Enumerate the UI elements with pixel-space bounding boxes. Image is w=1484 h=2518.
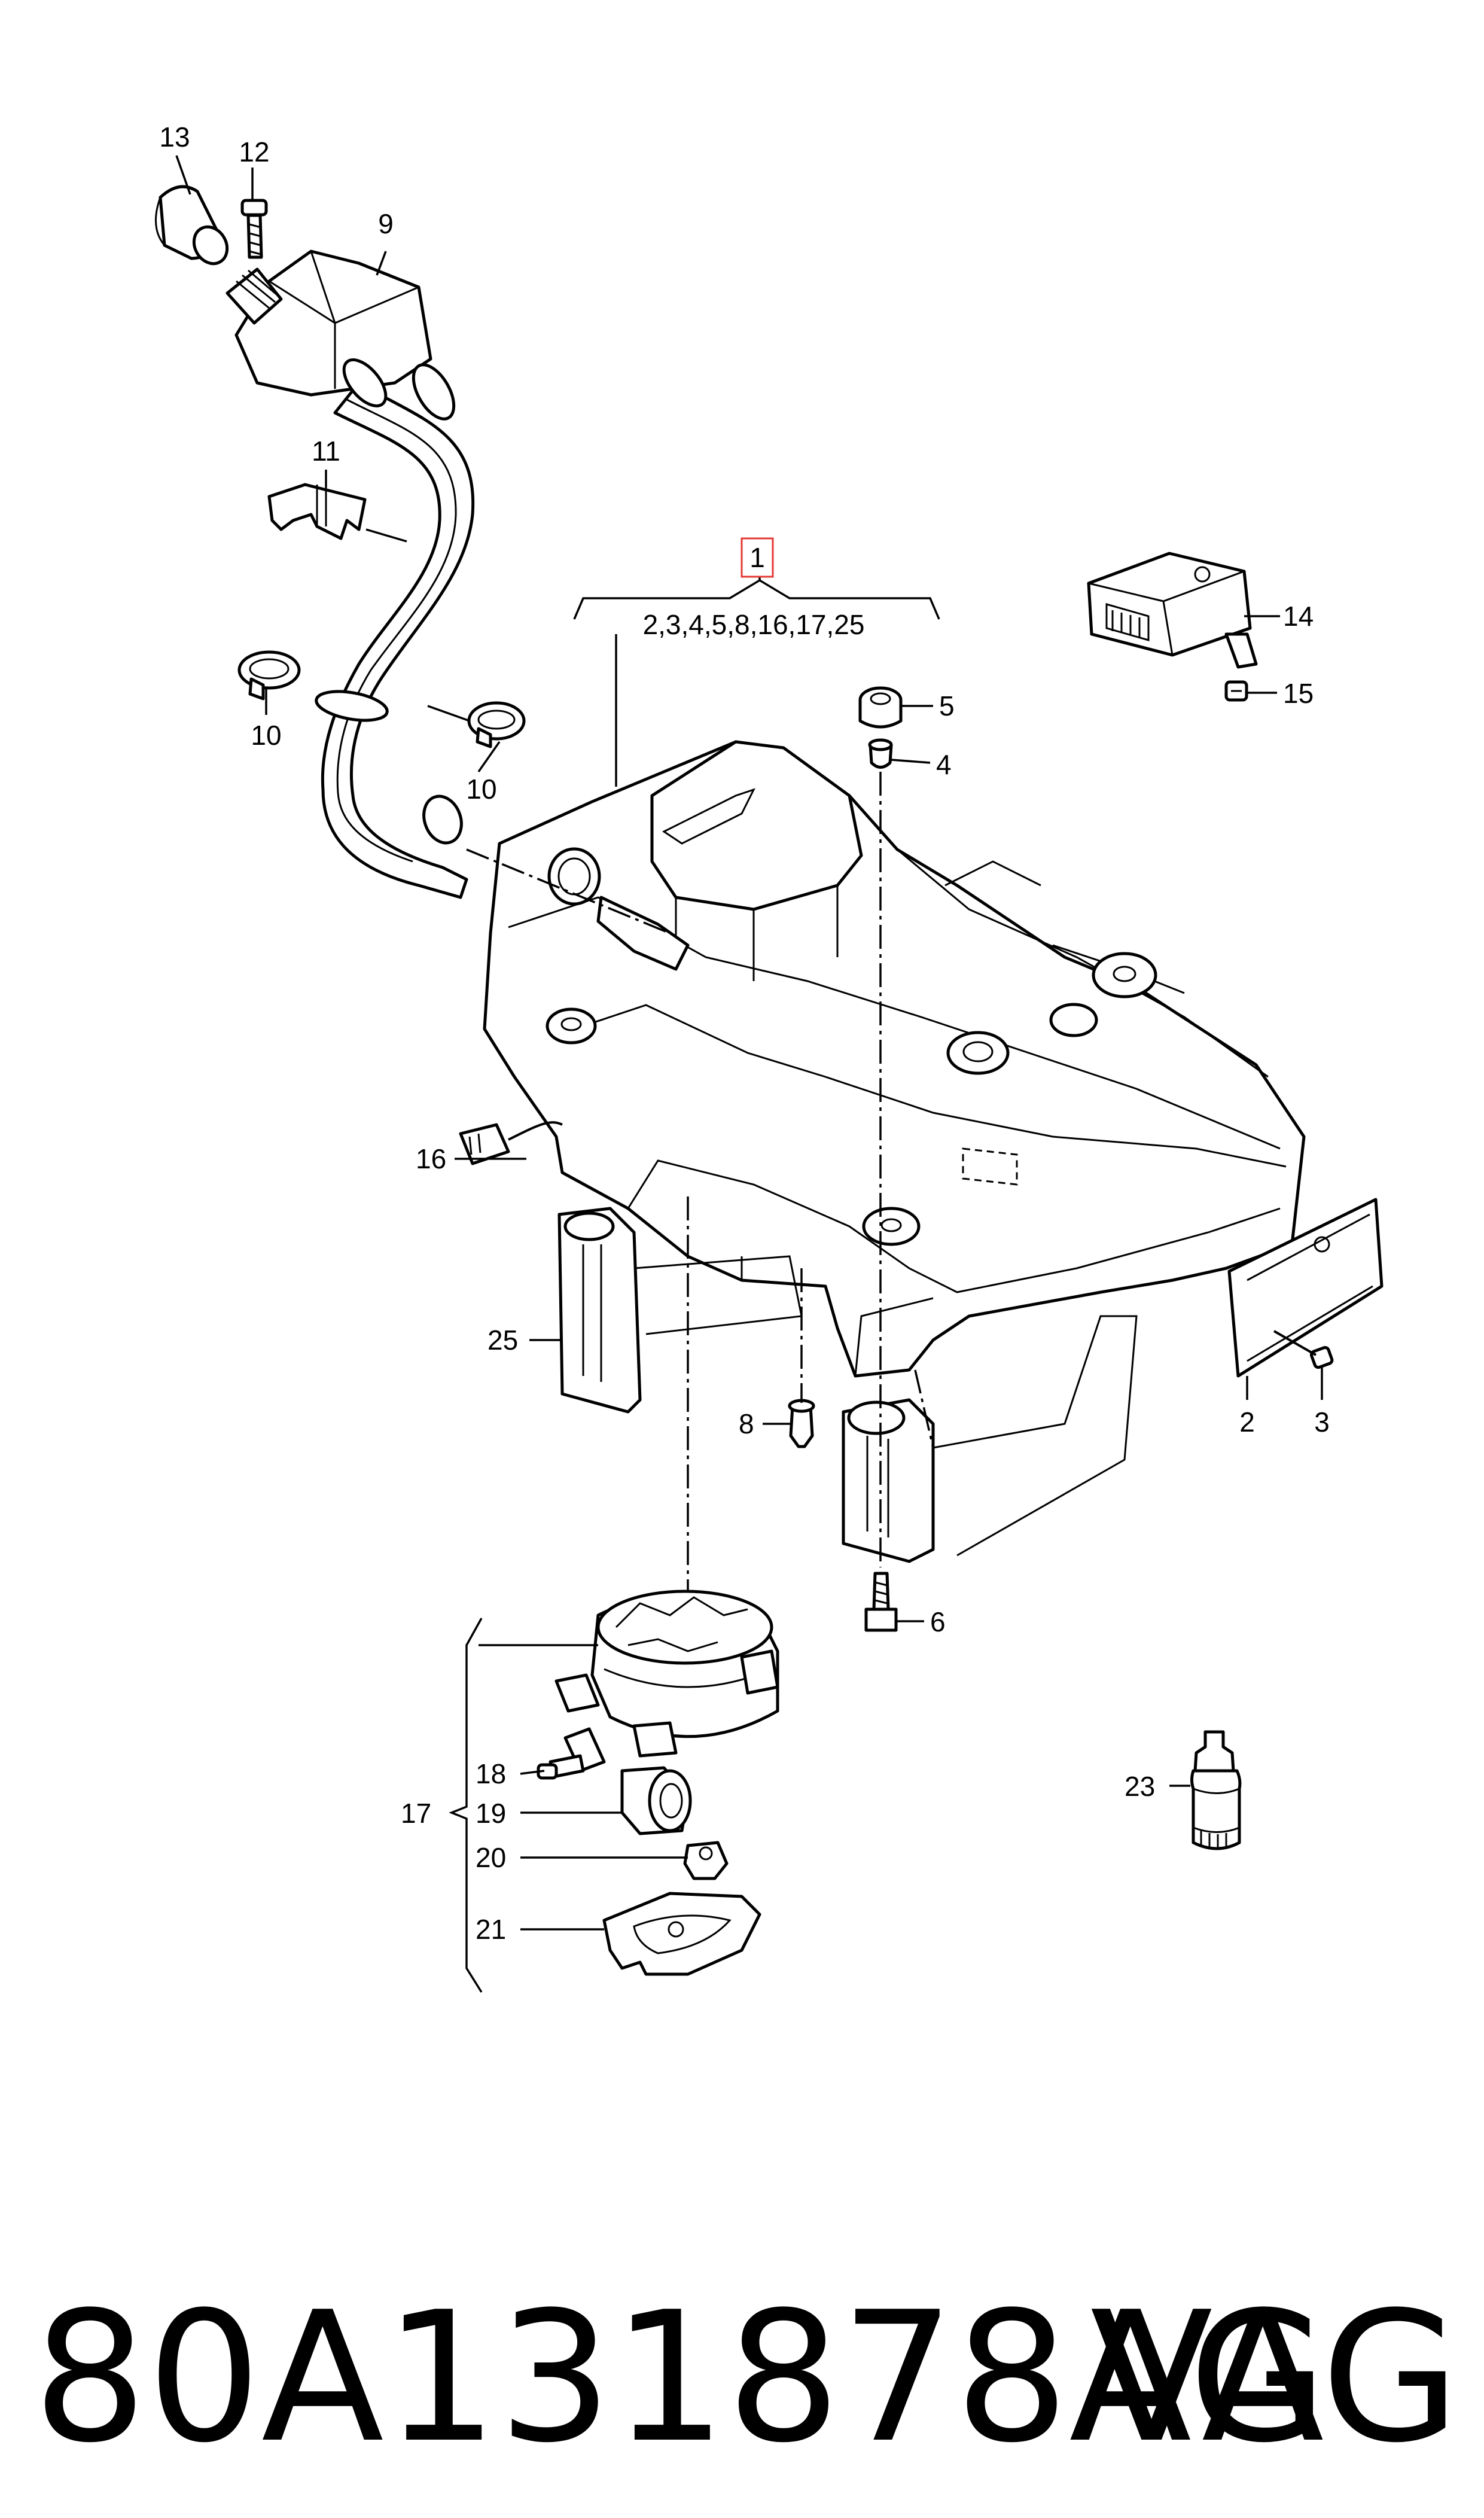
pump-unit-17: [554, 1590, 779, 1758]
group-17-bracket: [449, 1618, 483, 1993]
filler-cap-13: [154, 185, 229, 266]
callout-4: 4: [936, 749, 952, 780]
hose-clamp-10-right: [467, 701, 526, 748]
kit-bracket: [573, 537, 940, 620]
callout-12: 12: [239, 136, 269, 168]
part-20: [683, 1841, 729, 1880]
callout-11: 11: [312, 436, 340, 467]
leader-lines: [175, 155, 1323, 1931]
callout-13: 13: [159, 121, 190, 153]
callout-25: 25: [487, 1325, 518, 1356]
callout-9: 9: [378, 208, 394, 239]
screw-3: [1273, 1330, 1334, 1369]
bolt-6: [864, 1572, 898, 1632]
callout-5: 5: [939, 690, 955, 721]
sensor-16: [459, 1121, 563, 1165]
support-shell-25-left: [557, 1207, 803, 1414]
support-shell-25-right: [842, 1315, 1138, 1563]
screw-15: [1224, 680, 1248, 702]
kit-contents: 2,3,4,5,8,16,17,25: [643, 609, 865, 640]
callout-8: 8: [739, 1408, 754, 1439]
callout-17: 17: [401, 1798, 431, 1829]
assembly-axes: [466, 772, 934, 1591]
control-unit-14: [1087, 552, 1258, 669]
callout-10-left: 10: [251, 720, 281, 751]
pump-motor-19: [620, 1766, 692, 1835]
connector-18: [537, 1727, 606, 1780]
cover-21: [602, 1892, 761, 1976]
callout-3: 3: [1314, 1406, 1330, 1438]
kit-number-box: [741, 537, 774, 578]
callout-18: 18: [476, 1758, 506, 1789]
grommet-5: [858, 686, 903, 729]
callout-16: 16: [416, 1143, 446, 1174]
hose-clamp-10-left: [237, 650, 301, 701]
callout-2: 2: [1239, 1406, 1255, 1438]
clip-8: [788, 1399, 815, 1448]
nut-4: [868, 738, 893, 769]
callout-23: 23: [1125, 1771, 1155, 1802]
clip-11: [267, 483, 367, 540]
filler-neck: [226, 249, 475, 899]
kit-number: 1: [749, 542, 765, 573]
callout-19: 19: [476, 1798, 506, 1829]
part-number: 80A131878AG: [33, 2273, 1328, 2482]
callout-21: 21: [476, 1914, 506, 1945]
callout-6: 6: [930, 1606, 946, 1637]
callout-10-right: 10: [466, 774, 496, 805]
brand-name: VAG: [1090, 2273, 1460, 2482]
callout-labels: 13 12 9 11 1 2,3,4,5,8,16,17,25 14 15 5 …: [159, 121, 1329, 1945]
tank-strap-2: [1227, 1198, 1384, 1378]
bottle-23: [1190, 1730, 1242, 1850]
callout-14: 14: [1283, 601, 1314, 632]
bolt-12: [240, 199, 268, 259]
callout-15: 15: [1283, 678, 1314, 709]
fuel-tank: [483, 740, 1306, 1378]
callout-20: 20: [476, 1842, 506, 1873]
